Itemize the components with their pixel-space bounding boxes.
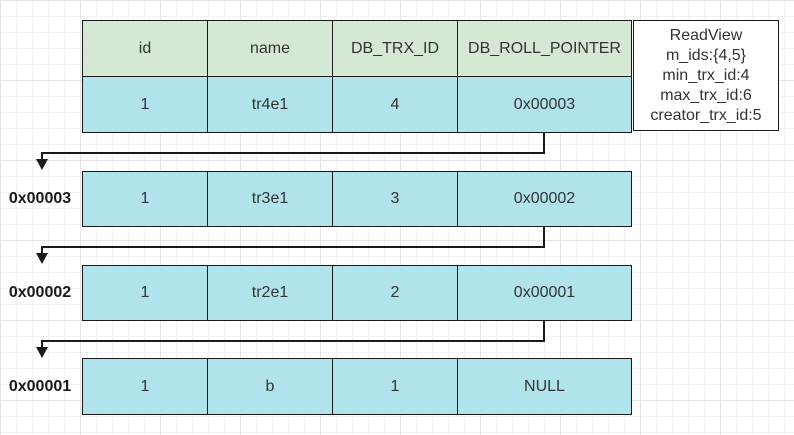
- row-1-trx-id: 3: [332, 171, 458, 227]
- row-3-address: 0x00001: [8, 377, 72, 395]
- row-1-name: tr3e1: [207, 171, 333, 227]
- arrowhead-row1: [36, 159, 48, 170]
- readview-m-ids: m_ids:{4,5}: [665, 46, 747, 64]
- arrow-row1-to-row2: [41, 227, 545, 255]
- row-0-trx-id: 4: [332, 76, 458, 133]
- row-1-roll-pointer: 0x00002: [457, 171, 632, 227]
- arrowhead-row3: [36, 347, 48, 358]
- arrow-row0-to-row1: [41, 133, 545, 161]
- row-2-name: tr2e1: [207, 265, 333, 321]
- row-2-address: 0x00002: [8, 284, 72, 301]
- row-0-name: tr4e1: [207, 76, 333, 133]
- row-1-address: 0x00003: [8, 190, 72, 207]
- header-cell-db-trx-id: DB_TRX_ID: [332, 20, 458, 77]
- row-2-roll-pointer: 0x00001: [457, 265, 632, 321]
- readview-box: ReadView m_ids:{4,5} min_trx_id:4 max_tr…: [633, 20, 779, 131]
- readview-title: ReadView: [669, 26, 743, 44]
- readview-creator-trx-id: creator_trx_id:5: [650, 106, 762, 124]
- row-0-roll-pointer: 0x00003: [457, 76, 632, 133]
- row-3-trx-id: 1: [332, 358, 458, 415]
- row-3-name: b: [207, 358, 333, 415]
- row-3-id: 1: [82, 358, 208, 415]
- readview-min-trx-id: min_trx_id:4: [662, 66, 750, 84]
- row-0-id: 1: [82, 76, 208, 133]
- readview-max-trx-id: max_trx_id:6: [660, 86, 752, 104]
- row-1-id: 1: [82, 171, 208, 227]
- arrowhead-row2: [36, 253, 48, 264]
- arrow-row2-to-row3: [41, 321, 545, 349]
- row-2-trx-id: 2: [332, 265, 458, 321]
- header-cell-id: id: [82, 20, 208, 77]
- row-2-id: 1: [82, 265, 208, 321]
- row-3-roll-pointer: NULL: [457, 358, 632, 415]
